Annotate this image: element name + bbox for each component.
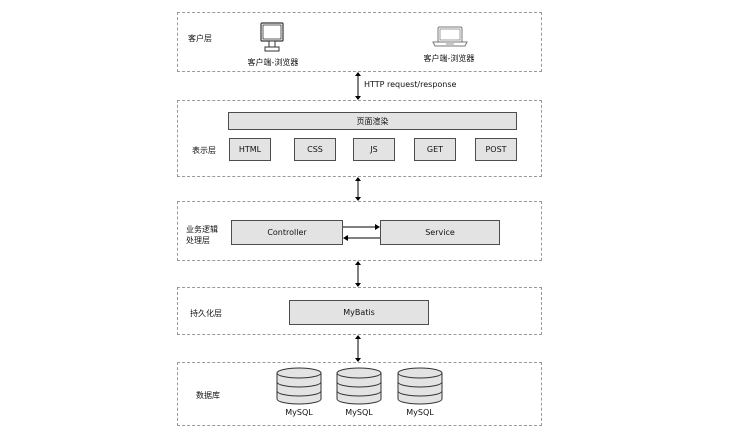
presentation-business-arrow — [355, 177, 361, 201]
desktop-monitor-icon — [260, 22, 284, 52]
presentation-layer-label: 表示层 — [192, 146, 216, 155]
tech-box-js: JS — [353, 138, 395, 161]
persistence-layer-label: 持久化层 — [190, 309, 222, 318]
client-device-desktop-label: 客户端-浏览器 — [247, 58, 299, 67]
business-layer-label-line2: 处理层 — [186, 236, 210, 245]
client-layer-label: 客户层 — [188, 34, 212, 43]
mysql-database-icon — [336, 367, 382, 405]
http-connector-label: HTTP request/response — [364, 80, 457, 89]
business-persistence-arrow — [355, 261, 361, 287]
mysql-label-3: MySQL — [406, 408, 434, 417]
mysql-database-icon — [276, 367, 322, 405]
tech-box-html: HTML — [229, 138, 271, 161]
page-render-box: 页面渲染 — [228, 112, 517, 130]
laptop-icon — [432, 26, 468, 47]
controller-service-arrows — [343, 224, 380, 241]
tech-box-get: GET — [414, 138, 456, 161]
service-box: Service — [380, 220, 500, 245]
tech-box-css: CSS — [294, 138, 336, 161]
mysql-label-2: MySQL — [345, 408, 373, 417]
controller-box: Controller — [231, 220, 343, 245]
business-layer-label-line1: 业务逻辑 — [186, 225, 218, 234]
database-layer-label: 数据库 — [196, 391, 220, 400]
client-device-laptop-label: 客户端-浏览器 — [423, 54, 475, 63]
persistence-database-arrow — [355, 335, 361, 362]
mysql-database-icon — [397, 367, 443, 405]
client-layer: 客户层 — [177, 12, 542, 72]
http-connector-arrow — [355, 72, 361, 100]
mysql-label-1: MySQL — [285, 408, 313, 417]
mybatis-box: MyBatis — [289, 300, 429, 325]
tech-box-post: POST — [475, 138, 517, 161]
